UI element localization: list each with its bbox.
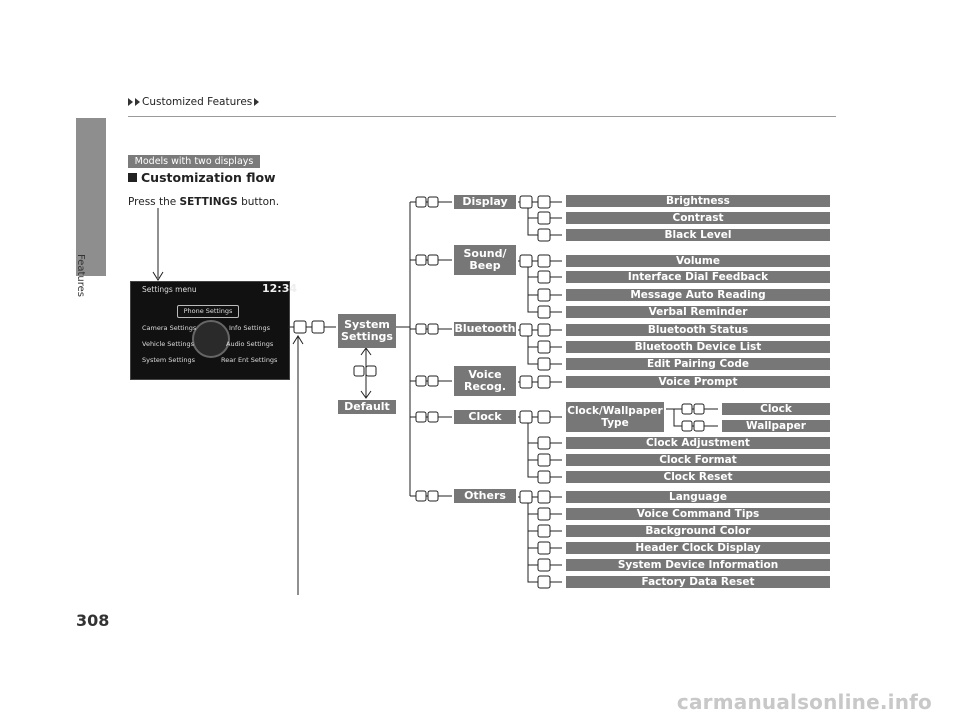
item-message-auto-reading: Message Auto Reading: [566, 289, 830, 301]
screen-vehicle-settings: Vehicle Settings: [142, 340, 194, 348]
category-voice-recog: Voice Recog.: [454, 366, 516, 396]
item-clock-adjustment: Clock Adjustment: [566, 437, 830, 449]
item-voice-command-tips: Voice Command Tips: [566, 508, 830, 520]
category-sound-beep: Sound/ Beep: [454, 245, 516, 275]
category-others: Others: [454, 489, 516, 503]
item-factory-data-reset: Factory Data Reset: [566, 576, 830, 588]
item-interface-dial-feedback: Interface Dial Feedback: [566, 271, 830, 283]
item-contrast: Contrast: [566, 212, 830, 224]
category-bluetooth: Bluetooth: [454, 322, 516, 336]
screen-camera-settings: Camera Settings: [142, 324, 197, 332]
item-bluetooth-status: Bluetooth Status: [566, 324, 830, 336]
system-settings-box: System Settings: [338, 314, 396, 348]
item-system-device-information: System Device Information: [566, 559, 830, 571]
section-heading: Customization flow: [128, 170, 276, 185]
item-bluetooth-device-list: Bluetooth Device List: [566, 341, 830, 353]
screen-audio-settings: Audio Settings: [226, 340, 274, 348]
knob-icon: [192, 320, 230, 358]
screen-phone-settings: Phone Settings: [177, 305, 239, 318]
category-display: Display: [454, 195, 516, 209]
item-voice-prompt: Voice Prompt: [566, 376, 830, 388]
breadcrumb-label: Customized Features: [142, 96, 253, 108]
item-clock-reset: Clock Reset: [566, 471, 830, 483]
page-number: 308: [76, 611, 110, 630]
side-tab: [76, 118, 106, 276]
item-edit-pairing-code: Edit Pairing Code: [566, 358, 830, 370]
screen-info-settings: Info Settings: [229, 324, 271, 332]
square-bullet-icon: [128, 173, 137, 182]
breadcrumb: Customized Features: [128, 96, 260, 108]
screen-time: 12:34: [262, 282, 298, 295]
item-wallpaper: Wallpaper: [722, 420, 830, 432]
category-clock: Clock: [454, 410, 516, 424]
item-background-color: Background Color: [566, 525, 830, 537]
watermark: carmanualsonline.info: [676, 690, 932, 714]
item-clock-format: Clock Format: [566, 454, 830, 466]
item-clock-wallpaper-type: Clock/Wallpaper Type: [566, 402, 664, 432]
instruction-text: Press the SETTINGS button.: [128, 196, 280, 208]
screen-system-settings: System Settings: [142, 356, 195, 364]
item-clock: Clock: [722, 403, 830, 415]
header-rule: [128, 116, 836, 117]
item-language: Language: [566, 491, 830, 503]
screen-title: Settings menu: [142, 285, 197, 294]
breadcrumb-arrow-icon: [254, 98, 260, 106]
breadcrumb-arrow-icon: [128, 98, 133, 106]
model-badge: Models with two displays: [128, 155, 260, 168]
screen-rear-ent-settings: Rear Ent Settings: [221, 356, 278, 364]
item-header-clock-display: Header Clock Display: [566, 542, 830, 554]
item-verbal-reminder: Verbal Reminder: [566, 306, 830, 318]
item-black-level: Black Level: [566, 229, 830, 241]
breadcrumb-arrow-icon: [135, 98, 140, 106]
default-box: Default: [338, 400, 396, 414]
item-brightness: Brightness: [566, 195, 830, 207]
settings-button-label: SETTINGS: [179, 196, 238, 208]
section-title: Customization flow: [141, 170, 276, 185]
item-volume: Volume: [566, 255, 830, 267]
